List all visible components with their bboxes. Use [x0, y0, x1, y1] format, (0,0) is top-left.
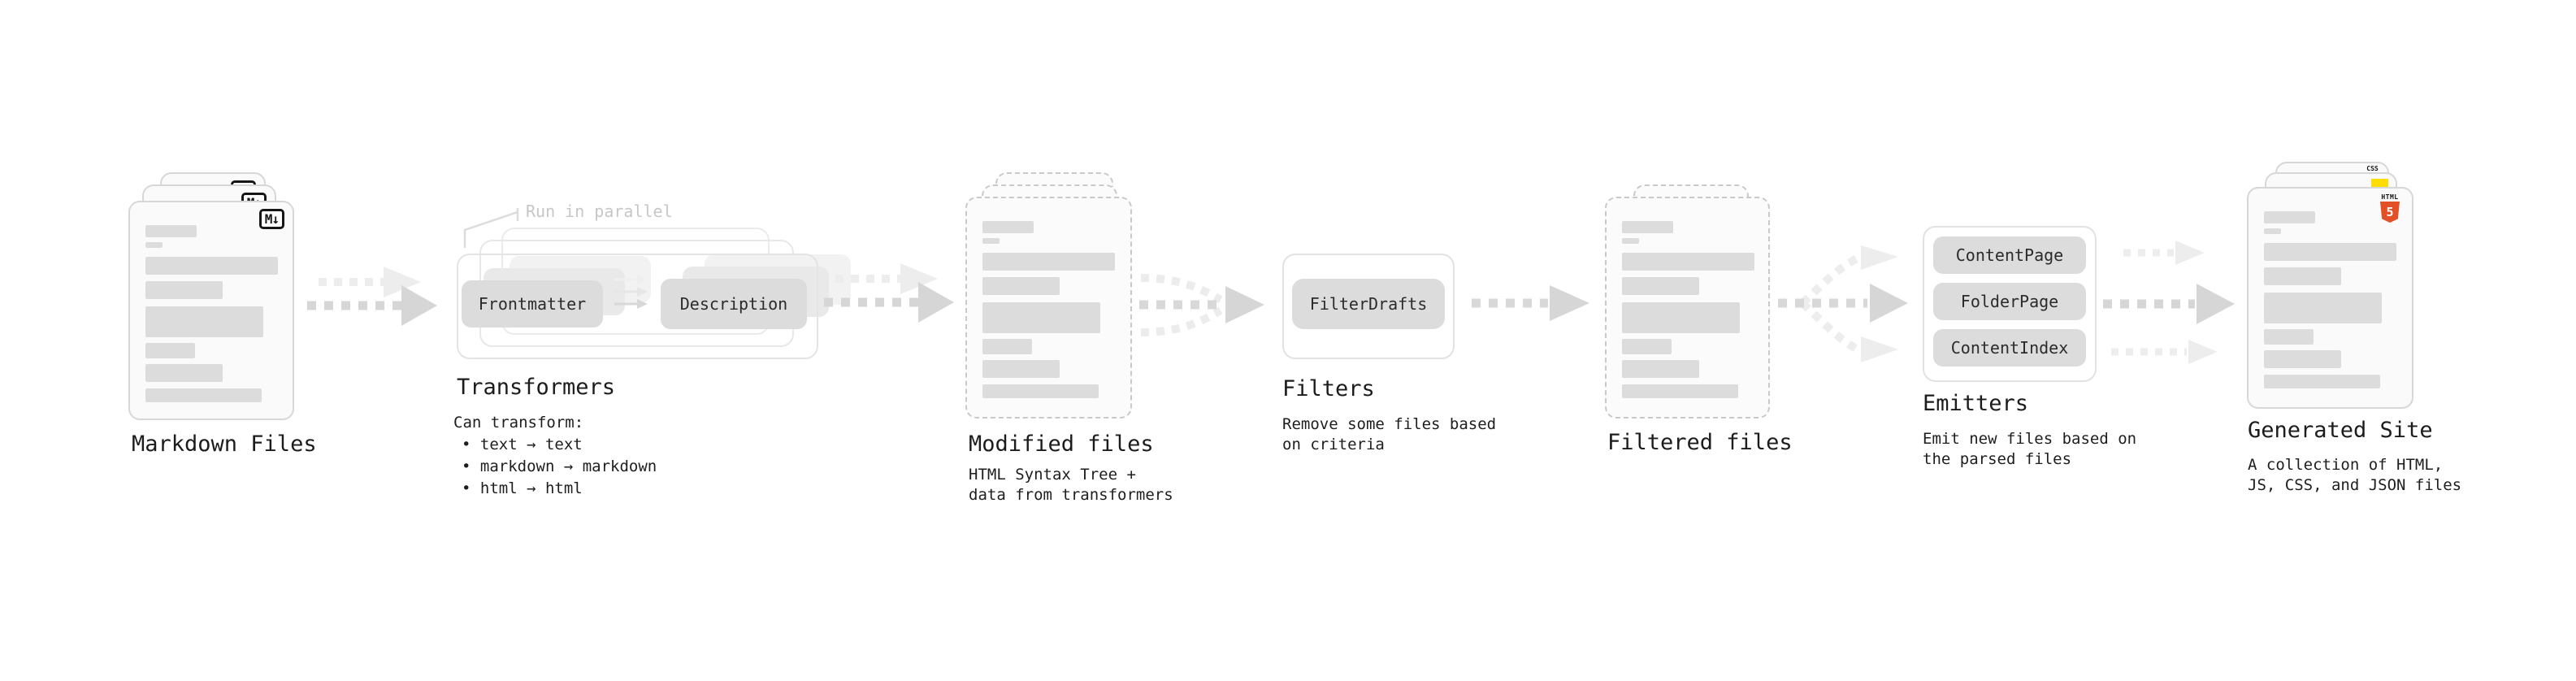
- modified-files-desc: HTML Syntax Tree + data from transformer…: [969, 466, 1173, 504]
- description-pill: Description: [661, 279, 807, 329]
- transformers-desc-heading: Can transform:: [453, 414, 584, 432]
- generated-site-desc: A collection of HTML, JS, CSS, and JSON …: [2248, 456, 2462, 494]
- generated-site-stack: CSS HTML 5: [2247, 162, 2450, 414]
- bullet-item: • text → text: [462, 436, 583, 453]
- pill-flow-arrows-icon: [614, 275, 648, 309]
- filterdrafts-pill: FilterDrafts: [1292, 279, 1445, 329]
- filtered-files-stack: [1605, 184, 1808, 428]
- frontmatter-pill: Frontmatter: [462, 280, 603, 327]
- modified-files-label: Modified files: [969, 432, 1154, 457]
- filtered-files-label: Filtered files: [1607, 430, 1793, 455]
- emitter-pill-list: ContentPage FolderPage ContentIndex: [1933, 236, 2086, 367]
- emitters-desc: Emit new files based on the parsed files: [1923, 430, 2137, 468]
- flow-arrow-fan-out-icon: [1778, 245, 1908, 362]
- emitter-pill-contentindex: ContentIndex: [1933, 329, 2086, 367]
- doc-placeholder-bars: [982, 221, 1115, 398]
- transformers-label: Transformers: [457, 375, 616, 400]
- markdown-icon: M↓: [258, 209, 284, 229]
- doc-placeholder-bars: [145, 225, 278, 402]
- emitter-pill-contentpage: ContentPage: [1933, 236, 2086, 274]
- transformers-bullet-list: • text → text • markdown → markdown • ht…: [453, 434, 657, 500]
- filters-panel: [1282, 254, 1455, 359]
- js-file-icon: [2371, 179, 2388, 188]
- emitters-panel: [1923, 226, 2097, 382]
- flow-arrow-markdown-to-transformers-icon: [307, 267, 437, 326]
- file-card-front: [1605, 197, 1770, 419]
- markdown-files-stack: M↓ M↓ M↓: [128, 172, 332, 424]
- transformers-container-front: [457, 254, 818, 359]
- flow-arrow-transformers-to-modified-icon: [824, 263, 954, 323]
- note-connector-line: [463, 208, 519, 248]
- flow-arrow-fan-in-icon: [1139, 274, 1264, 336]
- file-card-front: HTML 5: [2247, 187, 2413, 409]
- run-in-parallel-note: Run in parallel: [526, 202, 673, 221]
- html5-icon: HTML 5: [2379, 193, 2400, 223]
- emitters-label: Emitters: [1923, 391, 2029, 416]
- bullet-item: • html → html: [462, 479, 583, 497]
- filters-label: Filters: [1282, 376, 1375, 401]
- emitter-pill-folderpage: FolderPage: [1933, 283, 2086, 320]
- markdown-files-label: Markdown Files: [132, 432, 317, 457]
- bullet-item: • markdown → markdown: [462, 458, 657, 475]
- modified-files-stack: [965, 172, 1169, 424]
- doc-placeholder-bars: [2264, 211, 2396, 388]
- generated-site-label: Generated Site: [2248, 418, 2433, 443]
- flow-arrow-filters-to-filtered-icon: [1472, 285, 1589, 321]
- doc-placeholder-bars: [1622, 221, 1754, 398]
- file-card-front: M↓: [128, 201, 294, 420]
- flow-arrow-emitters-to-generated-icon: [2103, 241, 2235, 364]
- filters-desc: Remove some files based on criteria: [1282, 415, 1497, 453]
- file-card-front: [965, 197, 1132, 419]
